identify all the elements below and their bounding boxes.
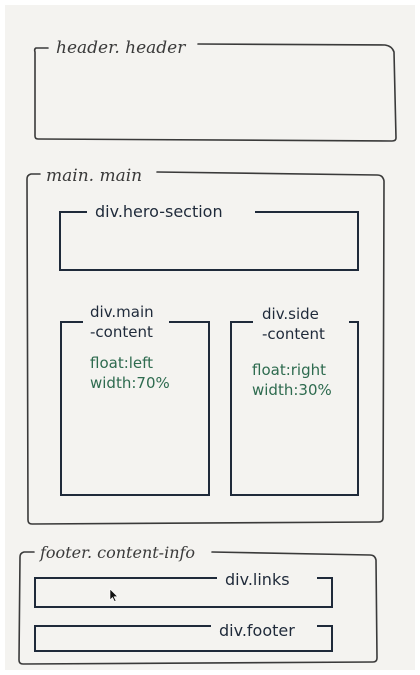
footer-inner-outline: [34, 625, 333, 652]
footer-block: footer. content-info div.links div.foote…: [18, 543, 378, 665]
footer-outline: [18, 551, 378, 665]
links-outline: [34, 577, 333, 608]
header-outline: [33, 43, 397, 142]
main-block: main. main div.hero-section div.main -co…: [26, 166, 385, 525]
main-content-note-line2: width:70%: [90, 374, 170, 392]
main-outline: [26, 171, 385, 525]
side-content-note-line2: width:30%: [252, 381, 332, 399]
links-box: div.links: [34, 570, 333, 608]
footer-inner-box: div.footer: [34, 621, 333, 652]
links-label: div.links: [225, 570, 290, 589]
side-content-label-line1: div.side: [262, 305, 319, 323]
main-content-box: div.main -content float:left width:70%: [60, 303, 210, 496]
main-content-outline: [60, 321, 210, 496]
hero-section-box: div.hero-section: [59, 202, 359, 271]
side-content-box: div.side -content float:right width:30%: [230, 305, 359, 496]
footer-label: footer. content-info: [39, 543, 195, 562]
side-content-note-line1: float:right: [252, 361, 326, 379]
header-block: header. header: [33, 38, 397, 142]
hero-section-outline: [59, 211, 359, 271]
footer-inner-label: div.footer: [219, 621, 295, 640]
main-content-label-line1: div.main: [90, 303, 154, 321]
side-content-outline: [230, 321, 359, 496]
hero-section-label: div.hero-section: [95, 202, 223, 221]
main-content-label-line2: -content: [90, 323, 153, 341]
header-label: header. header: [56, 38, 186, 58]
mouse-cursor-icon: [109, 588, 119, 602]
main-label: main. main: [46, 166, 142, 186]
main-content-note-line1: float:left: [90, 354, 153, 372]
side-content-label-line2: -content: [262, 325, 325, 343]
